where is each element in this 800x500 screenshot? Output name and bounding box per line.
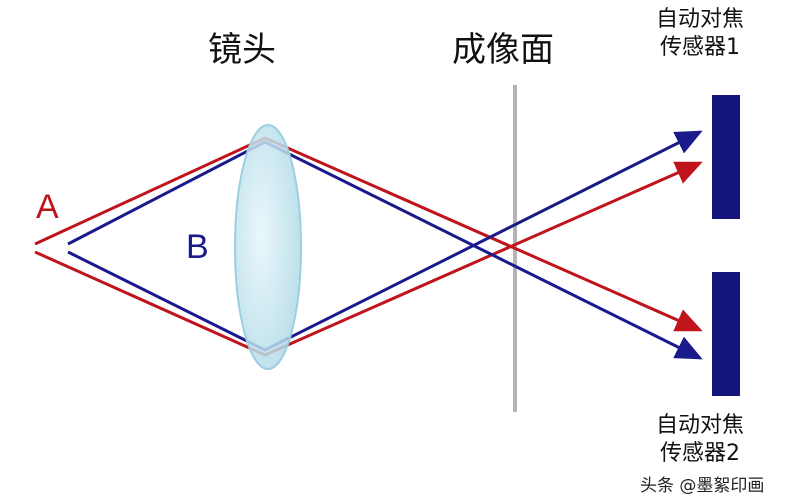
ray-a-upper — [34, 136, 703, 332]
sensor1-label-line1: 自动对焦 — [656, 7, 745, 32]
sensor2-label-line1: 自动对焦 — [656, 413, 745, 438]
image-plane-label: 成像面 — [452, 30, 554, 70]
af-sensor-2 — [712, 272, 740, 396]
sensor2-label-line2: 传感器2 — [660, 441, 740, 466]
af-sensor-1 — [712, 95, 740, 219]
lens — [234, 124, 302, 370]
watermark: 头条 @墨絮印画 — [640, 476, 765, 496]
ray-b-upper — [67, 140, 703, 360]
lens-label: 镜头 — [208, 30, 276, 70]
ray-b-lower — [67, 130, 703, 352]
sensor1-label: 自动对焦 传感器1 — [656, 6, 744, 62]
point-a-label: A — [36, 188, 59, 226]
sensor1-label-line2: 传感器1 — [660, 35, 740, 60]
point-b-label: B — [186, 228, 209, 266]
sensor2-label: 自动对焦 传感器2 — [656, 412, 744, 468]
